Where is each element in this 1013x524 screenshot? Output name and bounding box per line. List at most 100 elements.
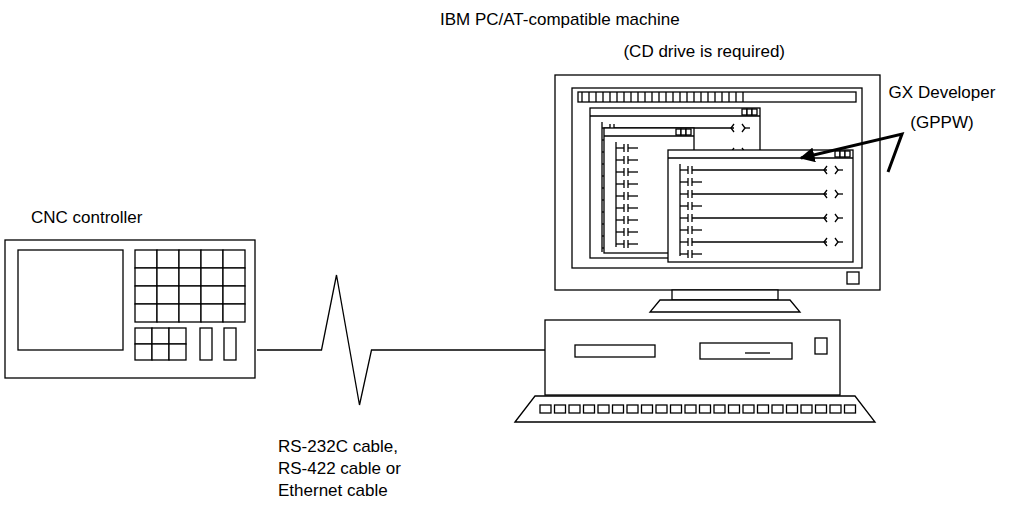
cnc-controller: CNC controller: [5, 206, 257, 380]
pc-drawing-part-part: [623, 216, 624, 224]
pc-drawing-part-part: [752, 109, 757, 115]
pc-drawing-part-part: [742, 109, 747, 115]
pc-drawing-part-part: [598, 405, 609, 413]
cnc-controller-drawing-part-part: [200, 328, 212, 360]
cnc-controller-drawing-part: [135, 250, 245, 360]
pc-drawing-part: [672, 290, 778, 300]
cnc-controller-drawing-part-part: [223, 268, 245, 286]
pc-drawing-part-part: [692, 241, 827, 242]
cnc-controller-drawing-part-part: [201, 250, 223, 268]
pc-drawing-part: [578, 92, 856, 262]
pc-drawing-part-part: [816, 405, 827, 413]
pc-drawing-part: [650, 300, 800, 312]
pc-drawing-part-part: [668, 157, 853, 158]
pc-drawing-part-part: [824, 166, 838, 174]
node-heading: CNC controller: [31, 208, 142, 228]
pc-drawing-part: [815, 338, 827, 354]
cnc-controller-drawing-part-part: [152, 344, 169, 360]
pc-drawing-part-part: [623, 144, 624, 152]
pc-drawing-part-part: [835, 151, 840, 157]
cnc-controller-drawing-part-part: [179, 268, 201, 286]
cnc-controller-drawing-part-part: [223, 286, 245, 304]
pc-drawing-part-part: [637, 92, 638, 102]
pc-drawing-part-part: [616, 183, 624, 184]
cnc-controller-drawing-part-part: [157, 304, 179, 322]
pc-drawing-part-part: [623, 168, 624, 176]
pc-drawing-part-part: [616, 159, 624, 160]
pc-drawing-part-part: [584, 405, 595, 413]
pc-drawing-part-part: [671, 405, 682, 413]
pc-drawing-part-part: [628, 219, 638, 220]
pc-drawing-part-part: [745, 127, 750, 128]
pc-drawing-part-part: [616, 92, 617, 102]
pc-drawing-part-part: [700, 92, 701, 102]
cnc-controller-drawing-part-part: [223, 250, 245, 268]
pc-drawing-part-part: [735, 92, 736, 102]
pc-drawing-part-part: [615, 142, 616, 247]
pc-drawing-part-part: [680, 181, 688, 182]
pc-drawing-part-part: [693, 92, 694, 102]
pc-drawing-part-part: [824, 214, 838, 222]
pointer-arrow-part: [801, 134, 902, 172]
pc-drawing-part-part: [772, 405, 783, 413]
pc-drawing-part-part: [687, 250, 688, 258]
pc-drawing-part-part: [743, 405, 754, 413]
pc-drawing-part-part: [714, 92, 715, 102]
cnc-controller-drawing: [5, 240, 255, 378]
pc-drawing-part-part: [686, 129, 691, 135]
pc-drawing-part: [847, 272, 859, 284]
pc-drawing-part-part: [838, 241, 843, 242]
pc-drawing-part-part: [628, 243, 638, 244]
pc-drawing-part: [555, 75, 880, 290]
pc-drawing-part-part: [838, 169, 843, 170]
pc-drawing-part-part: [687, 178, 688, 186]
pc-drawing-part-part: [680, 253, 688, 254]
cnc-controller-drawing-part-part: [179, 304, 201, 322]
pc-drawing-part-part: [595, 92, 596, 102]
cnc-controller-drawing-part-part: [169, 328, 186, 344]
cnc-controller-drawing-part-part: [157, 268, 179, 286]
pc-drawing-part-part: [692, 229, 702, 230]
pc-drawing-part-part: [656, 405, 667, 413]
pc-drawing-part-part: [714, 405, 725, 413]
pc-drawing-part-part: [692, 181, 702, 182]
pc-drawing-part-part: [680, 229, 688, 230]
pc-drawing-part-part: [838, 217, 843, 218]
pc-drawing-part-part: [687, 190, 688, 198]
pc-drawing-part-part: [758, 405, 769, 413]
cnc-controller-drawing-part-part: [135, 286, 157, 304]
pc-drawing-part-part: [578, 92, 856, 102]
pc-drawing-part-part: [628, 231, 638, 232]
cnc-controller-drawing-part: [18, 250, 123, 350]
pc-drawing-part-part: [687, 214, 688, 222]
pc-drawing-part-part: [687, 238, 688, 246]
pc-drawing-part-part: [707, 92, 708, 102]
pc-drawing-part-part: [628, 195, 638, 196]
cable-continuation-part: [440, 349, 545, 350]
pc-drawing-part-part: [623, 204, 624, 212]
pc-drawing-part: [700, 343, 792, 359]
pc-drawing: [515, 75, 880, 422]
pc-drawing-part-part: [642, 405, 653, 413]
pc-drawing-part-part: [680, 217, 688, 218]
cnc-controller-drawing-part-part: [201, 304, 223, 322]
cnc-controller-drawing-part-part: [135, 344, 152, 360]
cable-continuation: [440, 350, 545, 351]
pc-drawing-part-part: [731, 124, 745, 132]
pc-drawing-part-part: [628, 183, 638, 184]
pc-drawing-part-part: [845, 151, 850, 157]
pc-drawing-part: [515, 396, 875, 422]
pc-drawing-part-part: [838, 193, 843, 194]
pc-drawing-part-part: [692, 205, 702, 206]
pc-drawing-part-part: [676, 129, 681, 135]
pc-drawing-part-part: [692, 253, 702, 254]
pc-drawing-part-part: [680, 169, 688, 170]
cnc-controller-drawing-part-part: [157, 286, 179, 304]
pc-drawing-part-part: [627, 405, 638, 413]
pc-drawing-part-part: [687, 202, 688, 210]
pc-drawing-part-part: [588, 92, 589, 102]
pc-drawing-part-part: [623, 228, 624, 236]
pc-drawing-part-part: [687, 166, 688, 174]
pc-drawing-part-part: [687, 226, 688, 234]
